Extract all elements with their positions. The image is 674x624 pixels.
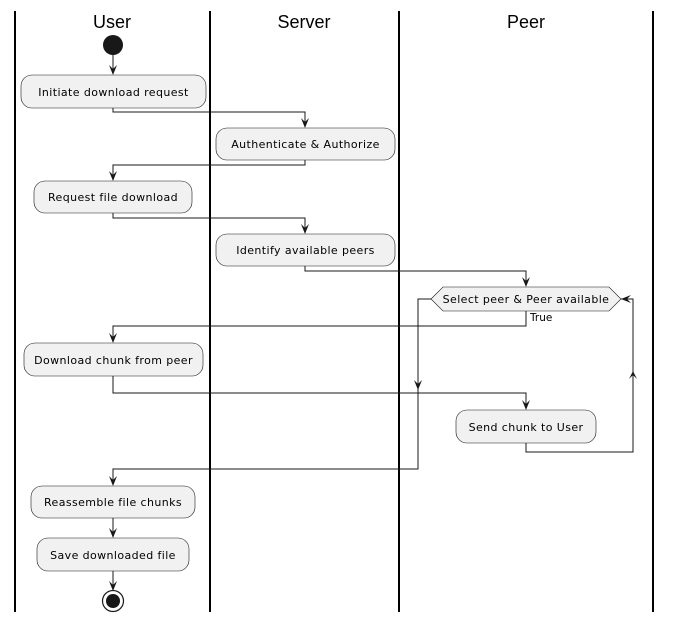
start-node	[103, 35, 123, 55]
arrowhead-icon	[109, 528, 117, 538]
guard-label-true: True	[529, 312, 552, 324]
edge-identify-loop	[304, 266, 527, 281]
activity-label: Reassemble file chunks	[44, 496, 182, 509]
activity-send-chunk: Send chunk to User	[455, 409, 597, 444]
arrowhead-icon	[109, 171, 117, 181]
arrowhead-icon	[109, 476, 117, 486]
lane-title-peer: Peer	[507, 12, 545, 32]
arrowhead-icon	[109, 581, 117, 591]
activity-request-file: Request file download	[33, 180, 193, 214]
loop-condition: Select peer & Peer available	[430, 286, 622, 312]
edge-send-loopback	[525, 298, 634, 453]
edge-initiate-authenticate	[112, 108, 306, 122]
activity-label: Request file download	[48, 191, 178, 204]
activity-save-file: Save downloaded file	[36, 537, 190, 572]
arrowhead-icon	[522, 277, 530, 287]
lane-title-server: Server	[277, 12, 330, 32]
activity-label: Save downloaded file	[50, 549, 176, 562]
edge-request-identify	[112, 213, 306, 228]
end-node	[101, 589, 125, 613]
edge-authenticate-request	[112, 160, 306, 175]
edge-download-send	[112, 376, 527, 404]
activity-download-chunk: Download chunk from peer	[23, 342, 204, 377]
activity-label: Authenticate & Authorize	[231, 138, 380, 151]
loop-condition-label: Select peer & Peer available	[443, 293, 610, 306]
arrowhead-icon	[109, 333, 117, 343]
arrowhead-icon	[414, 380, 422, 390]
activity-label: Download chunk from peer	[34, 354, 193, 367]
activity-initiate-download: Initiate download request	[20, 74, 207, 109]
activity-reassemble: Reassemble file chunks	[30, 485, 196, 519]
activity-label: Identify available peers	[236, 244, 375, 257]
edge-loop-true-download	[112, 311, 527, 337]
activity-identify-peers: Identify available peers	[215, 233, 396, 267]
arrowhead-icon	[522, 400, 530, 410]
arrowhead-icon	[629, 371, 637, 379]
activity-label: Send chunk to User	[469, 421, 584, 434]
arrowhead-icon	[621, 295, 631, 303]
edge-loop-exit-reassemble	[112, 298, 431, 480]
arrowhead-icon	[301, 118, 309, 128]
lane-title-user: User	[93, 12, 131, 32]
activity-authenticate: Authenticate & Authorize	[215, 127, 396, 161]
activity-label: Initiate download request	[38, 86, 189, 99]
arrowhead-icon	[301, 224, 309, 234]
arrowhead-icon	[109, 65, 117, 75]
